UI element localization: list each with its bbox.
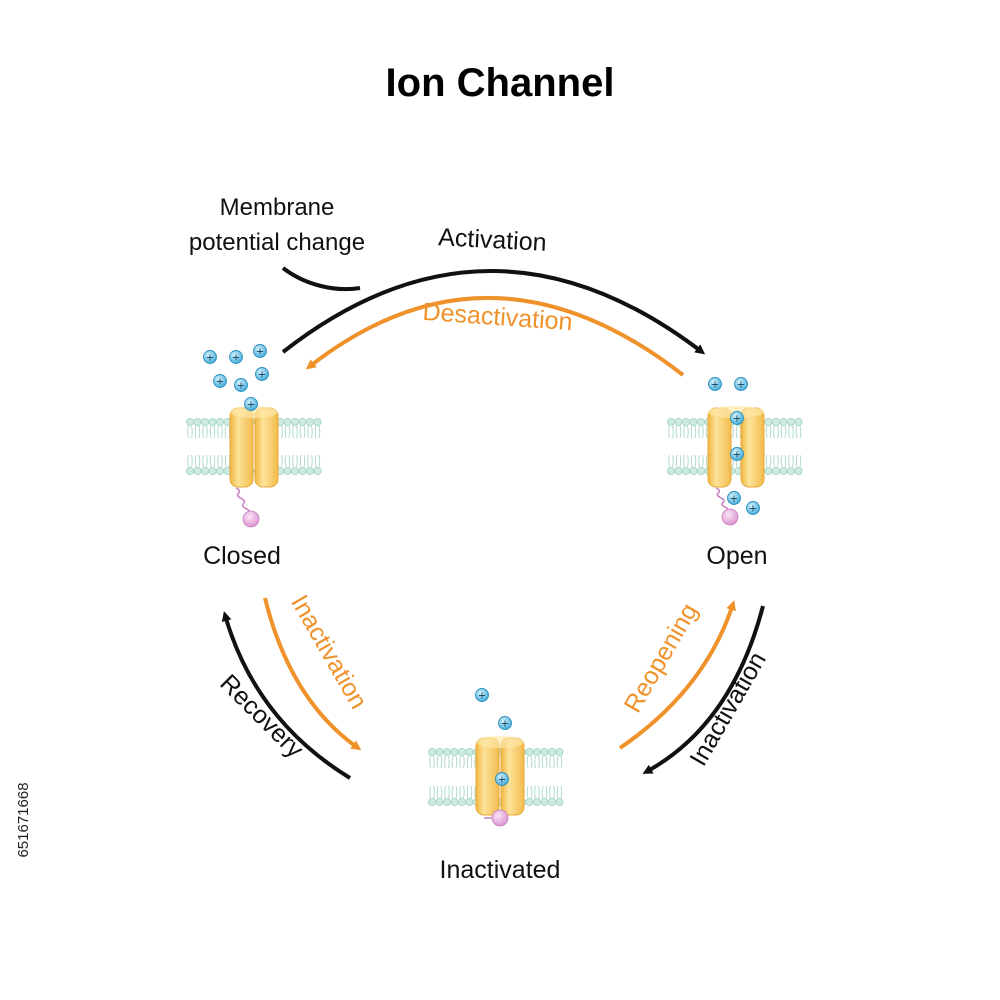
inactivation-right-arrow [642,605,765,774]
ion: + [253,344,267,358]
ion: + [475,688,489,702]
ion: + [498,716,512,730]
deactivation-label: Desactivation [422,298,574,336]
recovery-label: Recovery [214,669,309,764]
ion: + [734,377,748,391]
svg-text:+: + [711,380,719,391]
channel-protein [707,406,765,488]
closed-channel: +++++++ [185,344,322,528]
inactivated-channel: + + + [427,688,564,827]
svg-text:+: + [498,775,506,786]
ion: + [213,374,227,388]
inactivation-gate [235,487,260,528]
inactivated-state-label: Inactivated [440,856,561,884]
recovery-arrow [221,611,352,780]
svg-text:+: + [501,719,509,730]
svg-text:+: + [733,450,741,461]
ion: + [746,501,760,515]
channel-protein [229,406,279,488]
stimulus-label-line1: Membrane [220,194,335,221]
svg-text:+: + [247,400,255,411]
open-channel: + + + + + + [667,377,803,526]
membrane-bilayer [667,417,803,476]
ion: + [255,367,269,381]
ion: + [229,350,243,364]
inactivation-gate [715,487,739,526]
inactivation-right-label: Inactivation [684,647,771,771]
svg-text:+: + [478,691,486,702]
ion: + [244,397,258,411]
membrane-bilayer [185,417,322,476]
inactivation-gate [484,809,509,827]
svg-text:+: + [733,414,741,425]
ion: + [730,447,744,461]
ion: + [708,377,722,391]
page-title: Ion Channel [386,61,615,105]
closed-state-label: Closed [203,542,281,570]
svg-text:+: + [206,353,214,364]
open-state-label: Open [706,542,767,570]
ion: + [727,491,741,505]
reopening-label: Reopening [619,599,704,718]
svg-text:+: + [237,381,245,392]
watermark-id: 651671668 [15,782,32,857]
svg-text:+: + [730,494,738,505]
reopening-arrow [618,600,736,750]
inactivation-left-label: Inactivation [285,590,372,714]
inactivation-left-arrow [263,597,362,751]
ion: + [495,772,509,786]
svg-text:+: + [232,353,240,364]
deactivation-arrow [305,296,685,377]
ion: + [730,411,744,425]
activation-arrow [281,269,706,355]
stimulus-connector-line [281,266,361,292]
svg-text:+: + [256,347,264,358]
svg-text:+: + [258,370,266,381]
svg-text:+: + [216,377,224,388]
ion: + [234,378,248,392]
svg-text:+: + [749,504,757,515]
activation-label: Activation [438,223,548,257]
ion: + [203,350,217,364]
stimulus-label-line2: potential change [189,229,365,256]
svg-text:+: + [737,380,745,391]
